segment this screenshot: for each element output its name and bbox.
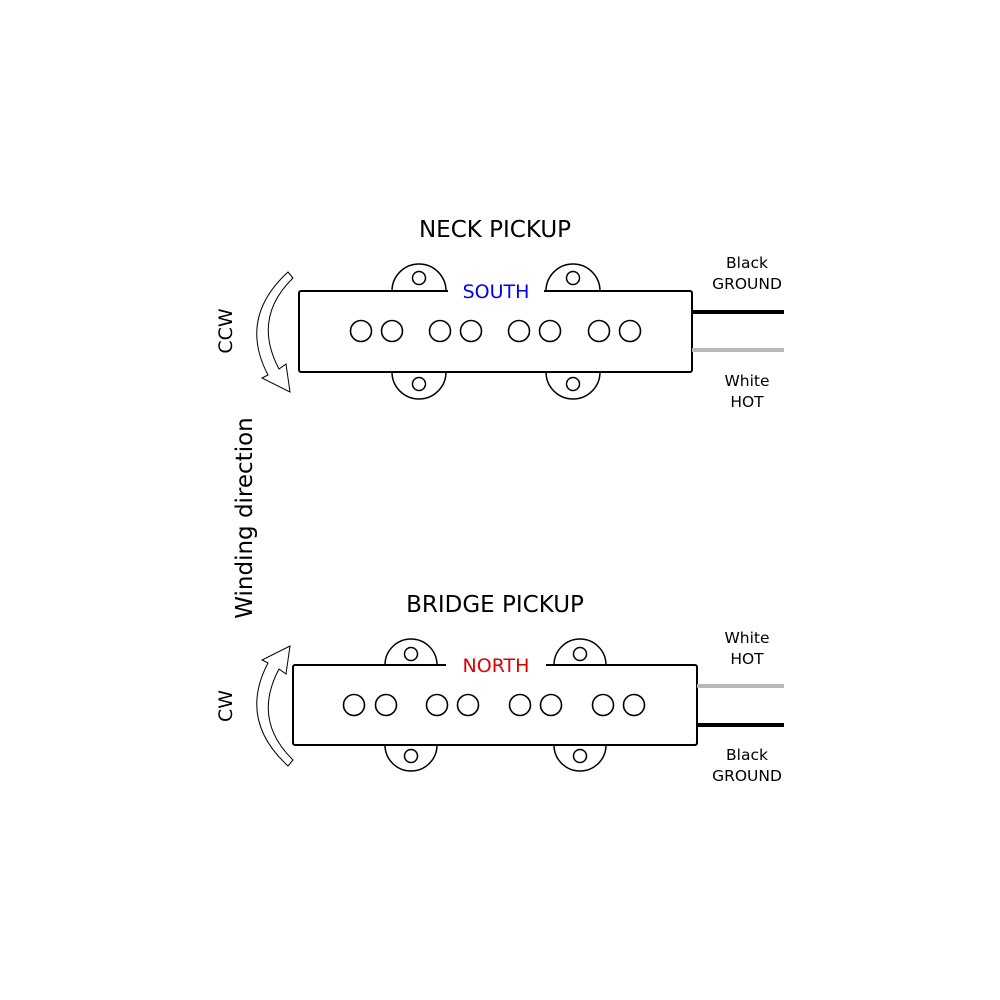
bridge-wire1-function: HOT: [730, 650, 764, 668]
bridge-wire2-function: GROUND: [712, 767, 782, 785]
bridge-pickup-title: BRIDGE PICKUP: [406, 592, 584, 618]
bridge-mounting-tab-bottom-right: [553, 744, 607, 772]
neck-mounting-tab-bottom-right: [545, 371, 601, 400]
bridge-wire2-color: Black: [726, 746, 768, 764]
bridge-wire1-color: White: [724, 629, 769, 647]
winding-direction-label: Winding direction: [232, 417, 258, 618]
bridge-pickup: BRIDGE PICKUP NORTH White HOT: [215, 592, 784, 785]
neck-mounting-tab-bottom-left: [391, 371, 447, 400]
neck-wire1-function: GROUND: [712, 275, 782, 293]
neck-wire2-function: HOT: [730, 393, 764, 411]
ccw-arrow-icon: [256, 271, 294, 393]
neck-pickup-title: NECK PICKUP: [419, 217, 571, 243]
cw-arrow-icon: [256, 645, 294, 767]
bridge-mounting-tab-top-left: [384, 638, 438, 666]
bridge-winding-label: CW: [215, 690, 237, 722]
neck-pickup: NECK PICKUP SOUTH: [215, 217, 784, 411]
neck-polarity-label: SOUTH: [463, 281, 530, 303]
neck-wire2-color: White: [724, 372, 769, 390]
neck-mounting-tab-top-right: [545, 263, 601, 292]
neck-pole-pieces: [349, 319, 642, 343]
neck-mounting-tab-top-left: [391, 263, 447, 292]
bridge-mounting-tab-top-right: [553, 638, 607, 666]
bridge-mounting-tab-bottom-left: [384, 744, 438, 772]
neck-winding-label: CCW: [215, 308, 237, 354]
bridge-polarity-label: NORTH: [463, 655, 530, 677]
neck-wire1-color: Black: [726, 254, 768, 272]
bridge-pole-pieces: [342, 693, 646, 717]
